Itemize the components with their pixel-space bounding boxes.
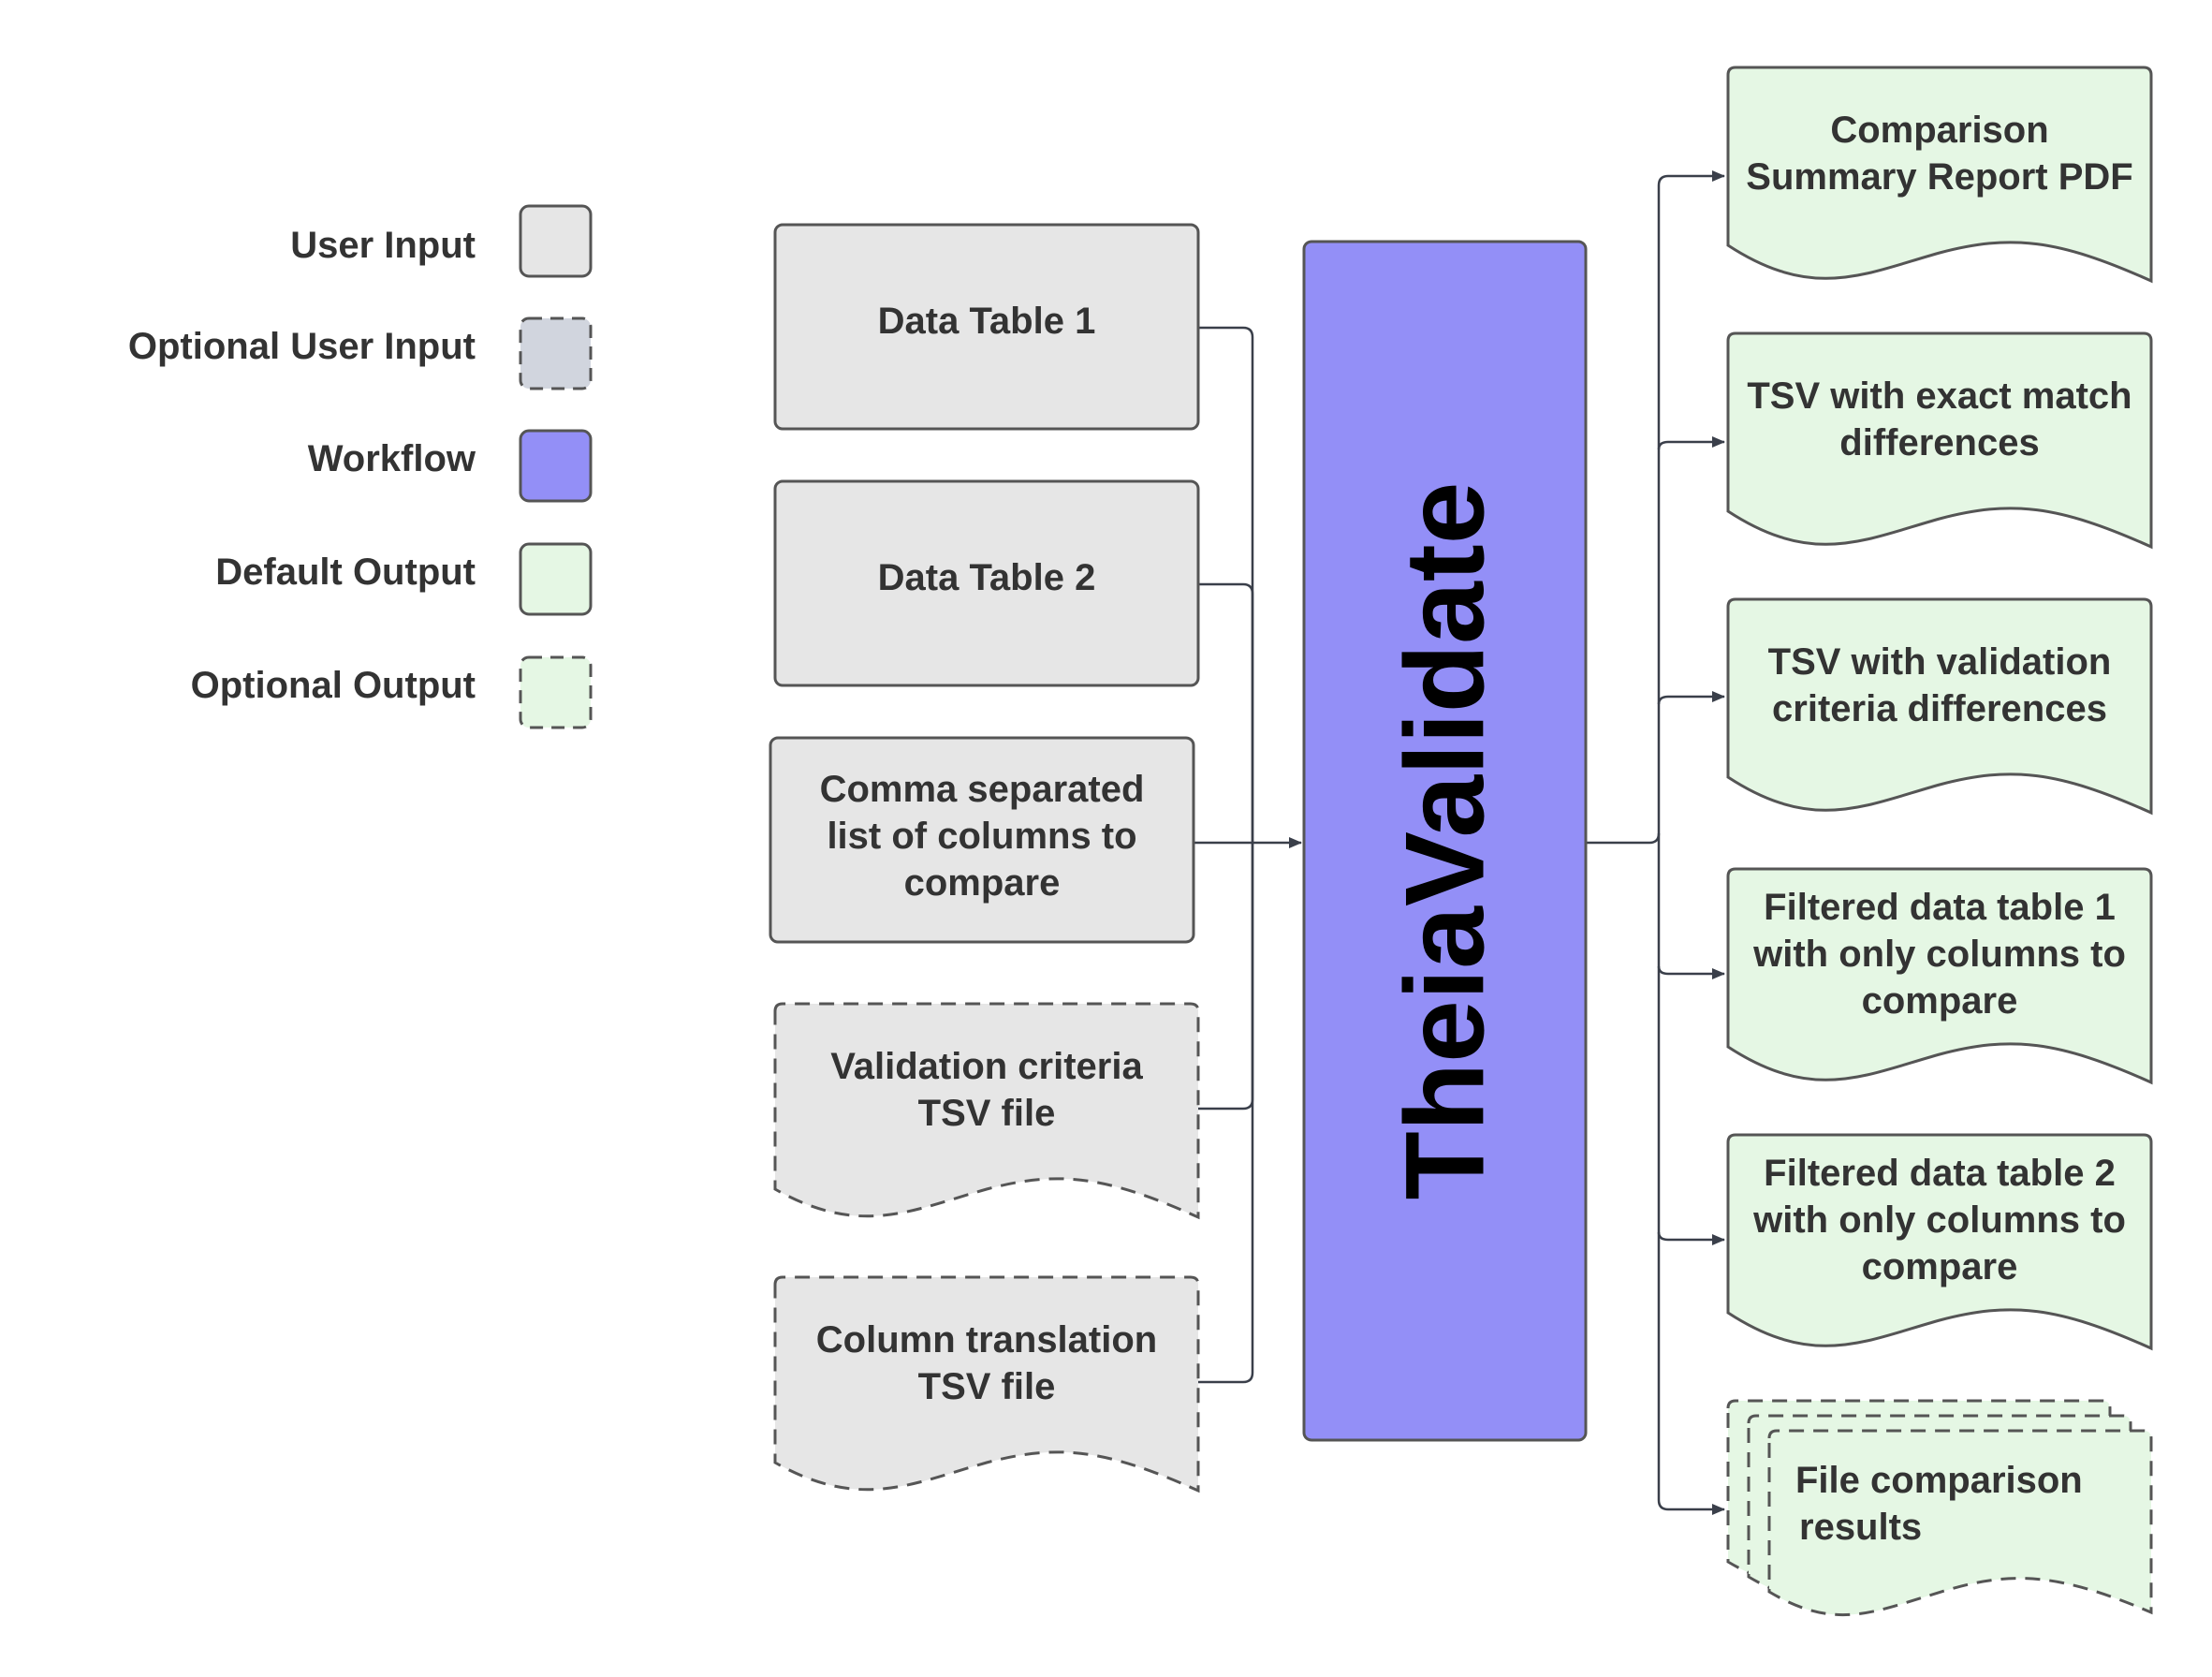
output-comparison-summary-report: Comparison Summary Report PDF <box>1726 66 2153 284</box>
output-filtered-data-table-1: Filtered data table 1 with only columns … <box>1726 867 2153 1085</box>
output-label-line: differences <box>1839 422 2039 463</box>
workflow-theiavalidate: TheiaValidate <box>1302 240 1588 1442</box>
input-box <box>773 479 1200 687</box>
input-label-line: Column translation <box>816 1319 1157 1361</box>
legend: User Input Optional User Input Workflow … <box>128 204 593 729</box>
output-label-line: TSV with exact match <box>1747 375 2131 417</box>
output-label-line: Comparison <box>1830 110 2048 151</box>
output-label-line: results <box>1799 1507 1922 1548</box>
input-column-translation-file: Column translation TSV file <box>773 1275 1200 1493</box>
output-label-line: File comparison <box>1795 1460 2083 1501</box>
workflow-label: TheiaValidate <box>1383 482 1508 1200</box>
output-label-line: with only columns to <box>1752 1199 2126 1241</box>
workflow-box <box>1302 240 1588 1442</box>
output-exact-match-tsv: TSV with exact match differences <box>1726 331 2153 550</box>
output-label-line: Filtered data table 2 <box>1764 1153 2116 1194</box>
legend-label: Optional Output <box>191 665 476 706</box>
document-shape <box>1726 597 2153 816</box>
input-data-table-1: Data Table 1 <box>773 223 1200 431</box>
output-label-line: Summary Report PDF <box>1746 156 2132 198</box>
output-validation-criteria-tsv: TSV with validation criteria differences <box>1726 597 2153 816</box>
document-shape <box>1726 331 2153 550</box>
output-label-line: TSV with validation <box>1768 641 2112 683</box>
input-label-line: TSV file <box>918 1366 1056 1407</box>
output-label-line: criteria differences <box>1772 688 2107 729</box>
document-shape <box>1726 867 2153 1085</box>
input-label: Data Table 2 <box>878 557 1096 598</box>
output-edges <box>1586 170 1725 1515</box>
document-shape <box>1726 1133 2153 1351</box>
legend-swatch <box>519 316 593 390</box>
input-label: Data Table 1 <box>878 301 1096 342</box>
input-box <box>773 223 1200 431</box>
input-box <box>769 736 1195 944</box>
input-label-line: compare <box>904 862 1061 904</box>
output-label-line: with only columns to <box>1752 934 2126 975</box>
legend-label: User Input <box>290 225 476 266</box>
document-shape <box>773 1002 1200 1220</box>
legend-item-workflow: Workflow <box>308 429 593 503</box>
input-label-line: TSV file <box>918 1093 1056 1134</box>
output-file-comparison-results: File comparison results <box>1726 1399 2153 1617</box>
legend-swatch <box>519 542 593 616</box>
legend-label: Optional User Input <box>128 326 476 367</box>
legend-item-optional-output: Optional Output <box>191 655 593 729</box>
legend-swatch <box>519 204 593 278</box>
input-label-line: list of columns to <box>827 816 1136 857</box>
output-label-line: Filtered data table 1 <box>1764 887 2116 928</box>
document-stack-front <box>1767 1429 2153 1617</box>
legend-label: Default Output <box>215 552 476 593</box>
legend-item-default-output: Default Output <box>215 542 593 616</box>
input-label-line: Comma separated <box>820 769 1145 810</box>
input-columns-list: Comma separated list of columns to compa… <box>769 736 1195 944</box>
legend-label: Workflow <box>308 438 476 479</box>
legend-swatch <box>519 429 593 503</box>
output-label-line: compare <box>1862 980 2018 1022</box>
document-shape <box>773 1275 1200 1493</box>
legend-item-user-input: User Input <box>290 204 593 278</box>
input-edges <box>1194 326 1302 1384</box>
input-data-table-2: Data Table 2 <box>773 479 1200 687</box>
input-label-line: Validation criteria <box>830 1046 1143 1087</box>
document-shape <box>1726 66 2153 284</box>
output-filtered-data-table-2: Filtered data table 2 with only columns … <box>1726 1133 2153 1351</box>
input-validation-criteria-file: Validation criteria TSV file <box>773 1002 1200 1220</box>
legend-swatch <box>519 655 593 729</box>
legend-item-optional-user-input: Optional User Input <box>128 316 593 390</box>
output-label-line: compare <box>1862 1246 2018 1287</box>
